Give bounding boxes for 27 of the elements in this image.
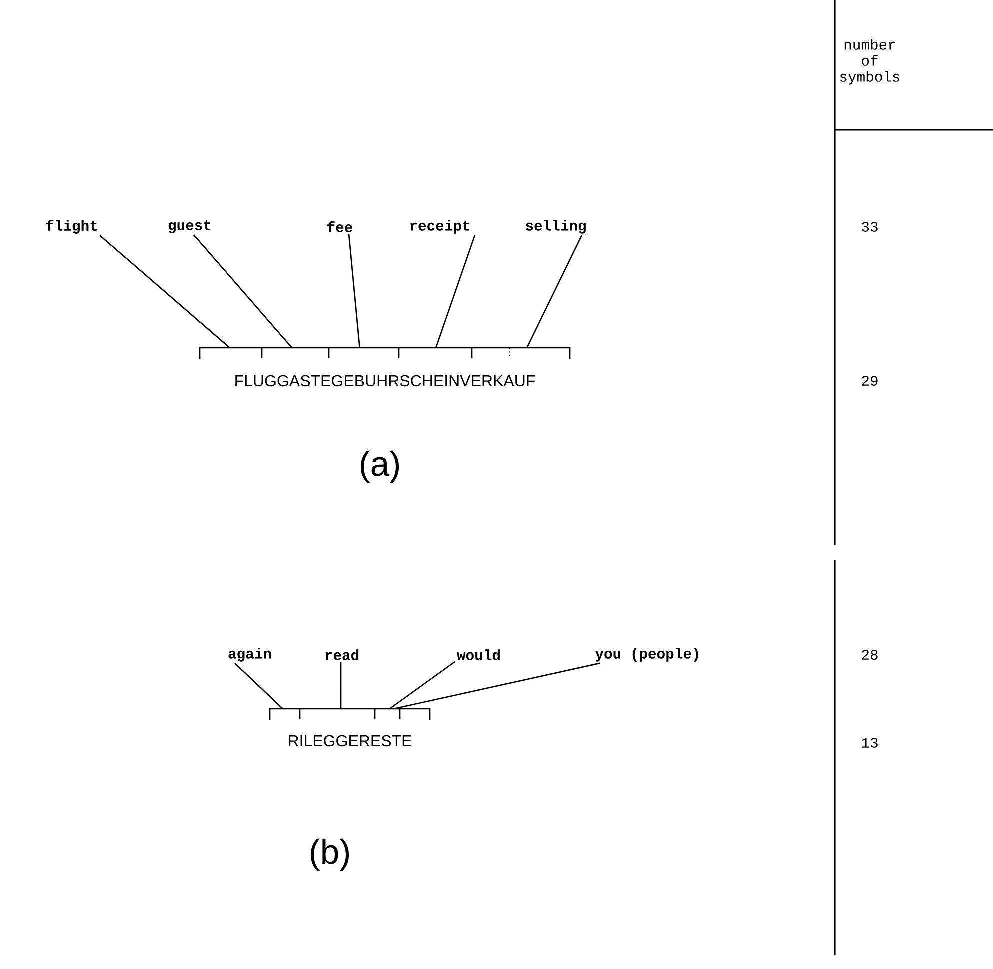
leader-line xyxy=(435,235,476,348)
word-label: receipt xyxy=(410,220,470,234)
symbol-count: 29 xyxy=(862,376,878,386)
leader-line xyxy=(390,661,456,710)
word-label: would xyxy=(457,650,500,660)
panel-label: (b) xyxy=(310,838,350,872)
word-label: fee xyxy=(328,222,352,232)
symbol-count: 33 xyxy=(862,222,878,232)
word-label: guest xyxy=(168,220,211,234)
word-label: selling xyxy=(526,220,586,234)
word-label: flight xyxy=(46,220,97,234)
word-label: again xyxy=(228,648,272,662)
segmented-word: RILEGGERESTE xyxy=(289,735,412,747)
leader-line xyxy=(340,662,342,709)
leader-line xyxy=(526,235,583,348)
word-label: you (people) xyxy=(595,648,698,662)
panel-label: (a) xyxy=(360,450,400,484)
segmented-word: FLUGGASTEGEBUHRSCHEINVERKAUF xyxy=(236,375,536,387)
leader-line xyxy=(194,234,293,348)
symbol-count: 13 xyxy=(862,738,878,748)
column-header: number of symbols xyxy=(840,39,900,85)
symbol-count: 28 xyxy=(862,650,878,660)
leader-line xyxy=(394,662,600,710)
word-label: read xyxy=(326,650,359,660)
leader-line xyxy=(100,235,230,349)
leader-line xyxy=(234,662,284,710)
leader-line xyxy=(348,234,361,348)
